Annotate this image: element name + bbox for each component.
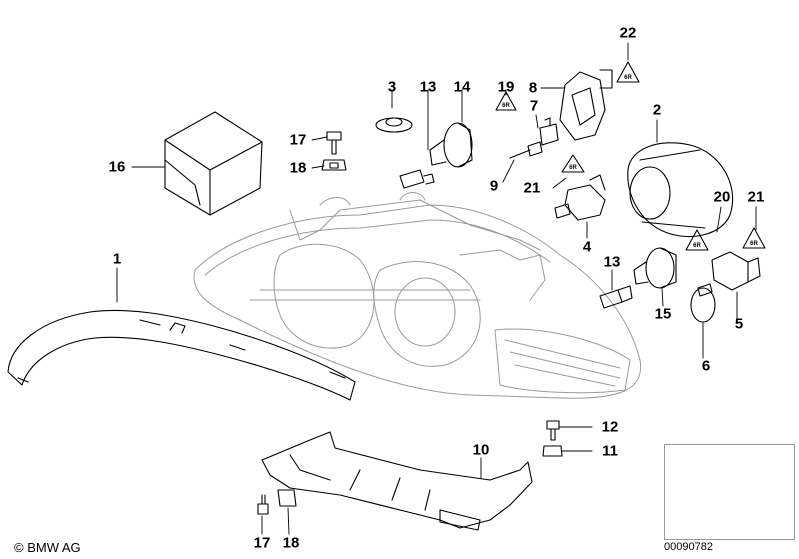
svg-text:6R: 6R xyxy=(693,243,701,249)
callout-3[interactable]: 3 xyxy=(387,78,397,96)
callout-8[interactable]: 8 xyxy=(528,79,538,97)
callout-15[interactable]: 15 xyxy=(654,305,672,323)
headlight-housing xyxy=(193,192,642,399)
callout-10[interactable]: 10 xyxy=(472,441,490,459)
warning-triangle-20-icon xyxy=(685,229,709,251)
bulb-part-13-top xyxy=(399,169,435,189)
svg-text:6R: 6R xyxy=(624,75,632,81)
svg-text:6R: 6R xyxy=(750,241,758,247)
callout-13-right[interactable]: 13 xyxy=(603,253,621,271)
callout-9[interactable]: 9 xyxy=(489,177,499,195)
svg-text:6R: 6R xyxy=(502,103,510,109)
warning-triangle-21b-icon xyxy=(742,227,766,249)
bracket-part-10 xyxy=(261,431,533,531)
connector-part-7 xyxy=(539,117,559,146)
bracket-part-8 xyxy=(559,69,613,141)
bulb-part-13-right xyxy=(599,285,633,309)
callout-11[interactable]: 11 xyxy=(602,442,618,460)
socket-part-14 xyxy=(429,122,473,168)
callout-19[interactable]: 19 xyxy=(497,78,515,96)
nut-part-11 xyxy=(542,445,563,457)
callout-7[interactable]: 7 xyxy=(529,97,539,115)
cover-part-2 xyxy=(627,142,734,238)
callout-1[interactable]: 1 xyxy=(112,250,122,268)
callout-21-right[interactable]: 21 xyxy=(747,188,765,206)
document-number: 00090782 xyxy=(664,541,713,553)
callout-5[interactable]: 5 xyxy=(734,315,744,333)
callout-14[interactable]: 14 xyxy=(453,78,471,96)
warning-triangle-21a-icon xyxy=(561,154,585,173)
callout-16[interactable]: 16 xyxy=(108,158,126,176)
callout-18-bottom[interactable]: 18 xyxy=(282,534,300,552)
callout-2[interactable]: 2 xyxy=(652,101,662,119)
vehicle-overview-thumbnail xyxy=(664,444,795,540)
clip-part-18-bottom xyxy=(277,489,297,507)
screw-part-17-top xyxy=(326,131,342,155)
screw-part-9 xyxy=(509,141,543,159)
trim-strip-part-1 xyxy=(7,309,356,401)
socket-part-4 xyxy=(554,174,606,221)
warning-triangle-19-icon xyxy=(495,91,517,111)
leader-lines xyxy=(116,42,757,535)
svg-text:6R: 6R xyxy=(569,165,577,171)
box-part-16 xyxy=(164,111,263,216)
bulb-part-6 xyxy=(690,283,716,323)
callout-17-bottom[interactable]: 17 xyxy=(253,534,271,552)
callout-4[interactable]: 4 xyxy=(582,238,592,256)
callout-12[interactable]: 12 xyxy=(601,418,619,436)
socket-part-15 xyxy=(633,247,677,289)
callout-20[interactable]: 20 xyxy=(713,188,731,206)
clip-part-18-top xyxy=(321,159,347,171)
socket-part-5 xyxy=(711,251,761,291)
callout-13-top[interactable]: 13 xyxy=(419,78,437,96)
screw-part-12 xyxy=(546,420,560,441)
callout-17-top[interactable]: 17 xyxy=(289,131,307,149)
copyright-notice: © BMW AG xyxy=(14,540,81,555)
ring-part-3 xyxy=(375,117,413,133)
callout-6[interactable]: 6 xyxy=(701,357,711,375)
screw-part-17-bottom xyxy=(257,494,269,515)
callout-18-top[interactable]: 18 xyxy=(289,159,307,177)
callout-21-left[interactable]: 21 xyxy=(523,179,541,197)
warning-triangle-22-icon xyxy=(616,61,640,83)
callout-22[interactable]: 22 xyxy=(619,24,637,42)
